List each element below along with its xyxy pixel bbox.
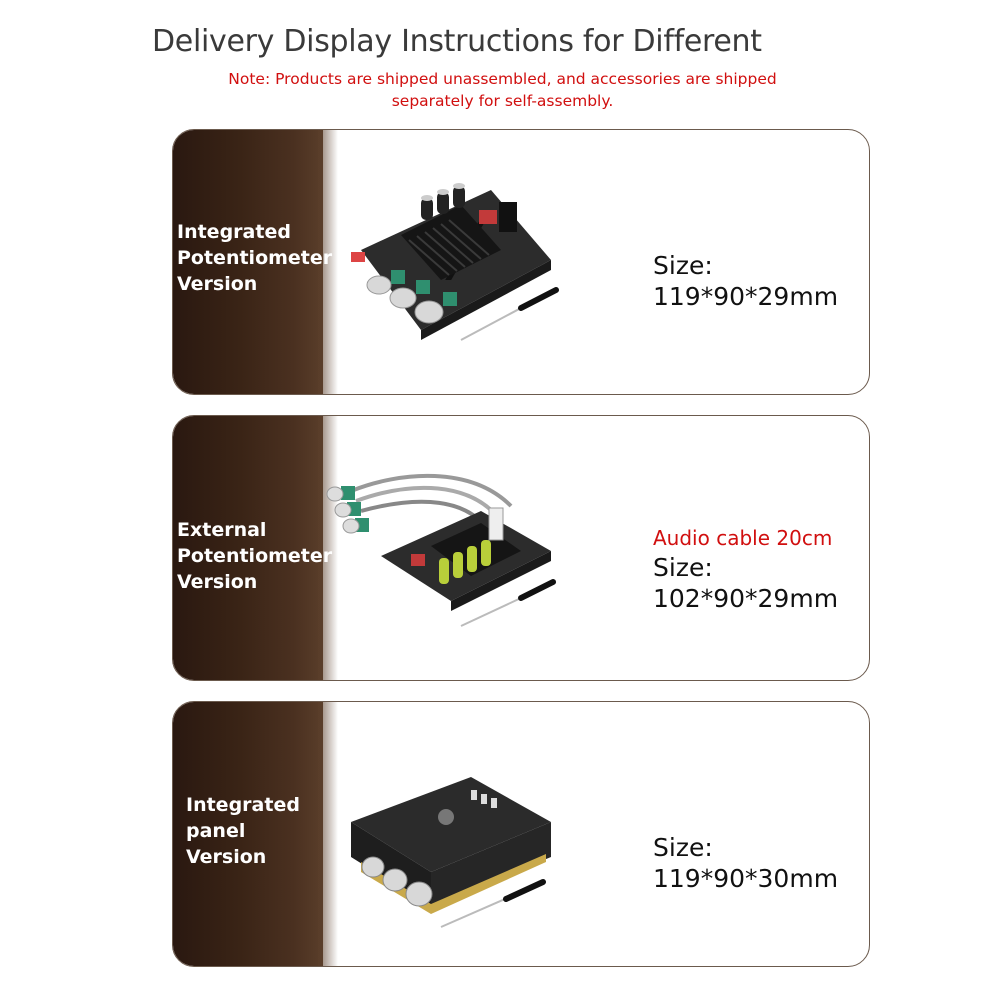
size-label: Size: xyxy=(653,553,713,582)
size-value: 119*90*30mm xyxy=(653,864,839,893)
amplifier-panel-image xyxy=(351,777,551,928)
version-card-integrated-panel: Integrated panel Version Size: 119*90*30… xyxy=(172,701,870,967)
spec-block: Size: 119*90*30mm xyxy=(653,832,838,894)
page-title: Delivery Display Instructions for Differ… xyxy=(152,24,762,59)
version-card-integrated-potentiometer: Integrated Potentiometer Version Size: 1… xyxy=(172,129,870,395)
spec-block: Audio cable 20cm Size: 102*90*29mm xyxy=(653,524,838,614)
shipping-note: Note: Products are shipped unassembled, … xyxy=(228,70,777,110)
size-value: 102*90*29mm xyxy=(653,584,839,613)
amplifier-board-cable-image xyxy=(326,473,556,627)
spec-block: Size: 119*90*29mm xyxy=(653,250,838,312)
amplifier-board-image xyxy=(351,183,559,341)
label-panel xyxy=(173,130,323,394)
size-label: Size: xyxy=(653,833,713,862)
size-label: Size: xyxy=(653,251,713,280)
label-panel xyxy=(173,416,323,680)
version-label: External Potentiometer Version xyxy=(177,519,333,593)
version-label: Integrated Potentiometer Version xyxy=(177,221,333,295)
cable-note: Audio cable 20cm xyxy=(653,526,833,550)
size-value: 119*90*29mm xyxy=(653,282,839,311)
version-label: Integrated panel Version xyxy=(186,794,300,868)
version-card-external-potentiometer: External Potentiometer Version Audio cab… xyxy=(172,415,870,681)
label-panel xyxy=(173,702,323,966)
